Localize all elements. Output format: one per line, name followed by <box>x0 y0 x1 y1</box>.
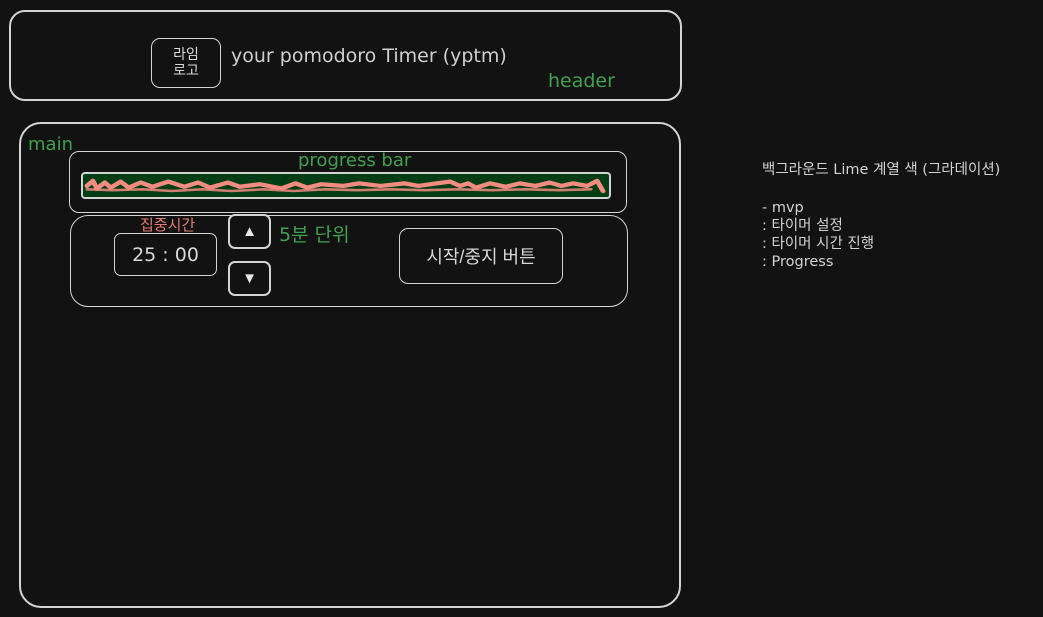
logo-text-line1: 라임 <box>173 47 199 63</box>
note-progress: : Progress <box>762 254 834 270</box>
lime-logo-placeholder: 라임 로고 <box>151 38 221 88</box>
progress-frame <box>69 151 627 213</box>
focus-time-label: 집중시간 <box>140 216 196 234</box>
app-title: your pomodoro Timer (yptm) <box>231 45 507 67</box>
decrease-time-button[interactable]: ▼ <box>228 261 271 296</box>
time-step-label: 5분 단위 <box>279 224 350 246</box>
header-section-label: header <box>548 70 615 92</box>
progress-bar <box>81 172 611 199</box>
note-spacer <box>762 179 1000 199</box>
down-arrow-icon: ▼ <box>242 270 257 287</box>
main-frame <box>19 122 681 608</box>
progress-scribble <box>84 178 606 194</box>
time-display: 25 : 00 <box>114 233 217 276</box>
timer-frame <box>70 215 628 307</box>
main-section-label: main <box>28 134 73 155</box>
note-mvp: - mvp <box>762 200 804 216</box>
start-stop-button[interactable]: 시작/중지 버튼 <box>399 228 563 284</box>
increase-time-button[interactable]: ▲ <box>228 214 271 249</box>
note-timer-setting: : 타이머 설정 <box>762 218 843 234</box>
header-frame <box>9 10 682 101</box>
note-background: 백그라운드 Lime 계열 색 (그라데이션) <box>762 162 1001 178</box>
logo-text-line2: 로고 <box>173 63 199 79</box>
progress-bar-label: progress bar <box>298 150 412 171</box>
up-arrow-icon: ▲ <box>242 223 257 240</box>
note-timer-progress: : 타이머 시간 진행 <box>762 236 875 252</box>
design-notes: 백그라운드 Lime 계열 색 (그라데이션) - mvp : 타이머 설정 :… <box>762 161 1000 271</box>
